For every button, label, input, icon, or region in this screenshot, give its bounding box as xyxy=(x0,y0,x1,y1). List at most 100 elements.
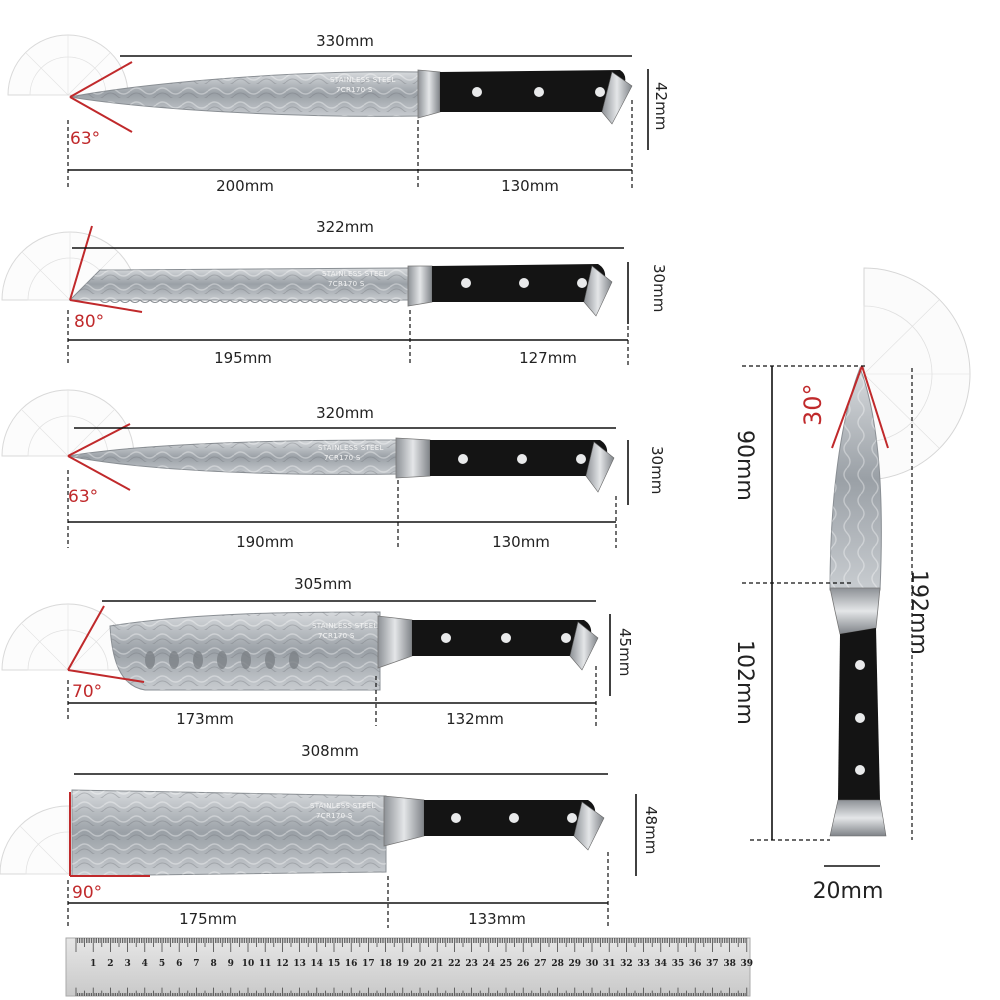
granton-dimples xyxy=(145,651,299,669)
ruler-number: 21 xyxy=(431,959,444,969)
blade-logo-line1: STAINLESS STEEL xyxy=(330,76,396,84)
paring-knife-bolster xyxy=(829,587,881,635)
ruler-number: 8 xyxy=(210,959,216,969)
ruler-number: 33 xyxy=(637,959,650,969)
knife-5-angle: 90° xyxy=(72,883,102,903)
ruler-number: 6 xyxy=(176,959,182,969)
rivet-icon xyxy=(509,813,519,823)
rivet-icon xyxy=(855,660,865,670)
rivet-icon xyxy=(855,713,865,723)
blade-logo-line2: 7CR170 S xyxy=(324,454,361,462)
rivet-icon xyxy=(577,278,587,288)
knife-3-angle: 63° xyxy=(68,487,98,507)
rivet-icon xyxy=(451,813,461,823)
serrated-edge xyxy=(99,299,401,303)
knife-2-bolster xyxy=(407,265,433,307)
knife-5-handle-length: 133mm xyxy=(468,910,526,928)
protractor-icon xyxy=(863,267,971,481)
paring-knife-overall: 192mm xyxy=(906,570,931,655)
rivet-icon xyxy=(461,278,471,288)
knife-2: STAINLESS STEEL 7CR170 S 80° 322mm 30mm … xyxy=(1,218,668,367)
ruler-number: 7 xyxy=(193,959,199,969)
knife-3: STAINLESS STEEL 7CR170 S 63° 320mm 30mm … xyxy=(1,389,666,551)
rivet-icon xyxy=(567,813,577,823)
ruler-number: 29 xyxy=(569,959,582,969)
angle-marker xyxy=(69,792,150,877)
blade-logo-line2: 7CR170 S xyxy=(316,812,353,820)
knife-1-overall: 330mm xyxy=(316,32,374,50)
paring-knife-blade-length: 90mm xyxy=(732,430,757,501)
knife-1: STAINLESS STEEL 7CR170 S 63° 330mm 42mm … xyxy=(7,32,670,195)
ruler-number: 24 xyxy=(483,959,496,969)
rivet-icon xyxy=(441,633,451,643)
ruler-number: 35 xyxy=(672,959,685,969)
knife-1-angle: 63° xyxy=(70,129,100,149)
ruler-number: 1 xyxy=(90,959,96,969)
ruler-number: 27 xyxy=(534,959,547,969)
ruler-number: 12 xyxy=(276,959,289,969)
ruler-number: 20 xyxy=(414,959,427,969)
blade-logo-line2: 7CR170 S xyxy=(318,632,355,640)
blade-logo-line1: STAINLESS STEEL xyxy=(310,802,376,810)
rivet-icon xyxy=(595,87,605,97)
guide-lines xyxy=(67,852,609,928)
rivet-icon xyxy=(472,87,482,97)
angle-marker xyxy=(831,365,889,449)
rivet-icon xyxy=(501,633,511,643)
ruler-number: 18 xyxy=(379,959,392,969)
knife-2-angle: 80° xyxy=(74,312,104,332)
knife-1-handle-length: 130mm xyxy=(501,177,559,195)
ruler-number: 26 xyxy=(517,959,530,969)
knife-5-bolster xyxy=(383,795,425,847)
knife-1-height: 42mm xyxy=(652,82,670,130)
ruler-number: 25 xyxy=(500,959,513,969)
ruler-number: 3 xyxy=(124,959,130,969)
paring-knife-width: 20mm xyxy=(813,879,884,904)
knife-3-bolster xyxy=(395,437,431,479)
rivet-icon xyxy=(534,87,544,97)
ruler-number: 28 xyxy=(551,959,564,969)
ruler-ticks xyxy=(75,938,748,996)
paring-knife-angle: 30° xyxy=(799,383,827,426)
angle-marker xyxy=(67,605,145,683)
paring-knife: 30° 90mm 102mm 192mm 20mm xyxy=(732,267,971,904)
knife-4-bolster xyxy=(377,615,413,669)
ruler-number: 2 xyxy=(107,959,113,969)
knife-5: STAINLESS STEEL 7CR170 S 90° 308mm 48mm … xyxy=(0,742,660,928)
ruler-number: 23 xyxy=(465,959,478,969)
protractor-icon xyxy=(7,34,129,96)
ruler-number: 11 xyxy=(259,959,272,969)
guide-lines xyxy=(67,100,633,190)
knife-4: STAINLESS STEEL 7CR170 S 70° 305mm 45mm … xyxy=(1,575,634,728)
ruler-number: 38 xyxy=(723,959,736,969)
blade-logo-line1: STAINLESS STEEL xyxy=(322,270,388,278)
knife-2-handle xyxy=(432,264,606,302)
ruler-number: 15 xyxy=(328,959,341,969)
ruler-number: 34 xyxy=(655,959,668,969)
knife-3-overall: 320mm xyxy=(316,404,374,422)
ruler-number: 10 xyxy=(242,959,255,969)
angle-marker xyxy=(69,61,133,133)
blade-logo-line2: 7CR170 S xyxy=(336,86,373,94)
rivet-icon xyxy=(855,765,865,775)
knife-1-bolster xyxy=(417,69,441,119)
knife-5-overall: 308mm xyxy=(301,742,359,760)
ruler-number: 9 xyxy=(228,959,234,969)
ruler-number: 13 xyxy=(293,959,306,969)
knife-3-blade-length: 190mm xyxy=(236,533,294,551)
knife-4-height: 45mm xyxy=(616,628,634,676)
knife-2-handle-length: 127mm xyxy=(519,349,577,367)
ruler-number: 19 xyxy=(397,959,410,969)
ruler-number: 22 xyxy=(448,959,461,969)
knife-2-overall: 322mm xyxy=(316,218,374,236)
guide-lines xyxy=(67,470,617,548)
blade-logo-line1: STAINLESS STEEL xyxy=(318,444,384,452)
knife-3-height: 30mm xyxy=(648,446,666,494)
knife-1-blade-length: 200mm xyxy=(216,177,274,195)
ruler-number: 4 xyxy=(142,959,148,969)
rivet-icon xyxy=(576,454,586,464)
ruler-number: 31 xyxy=(603,959,616,969)
rivet-icon xyxy=(458,454,468,464)
rivet-icon xyxy=(519,278,529,288)
